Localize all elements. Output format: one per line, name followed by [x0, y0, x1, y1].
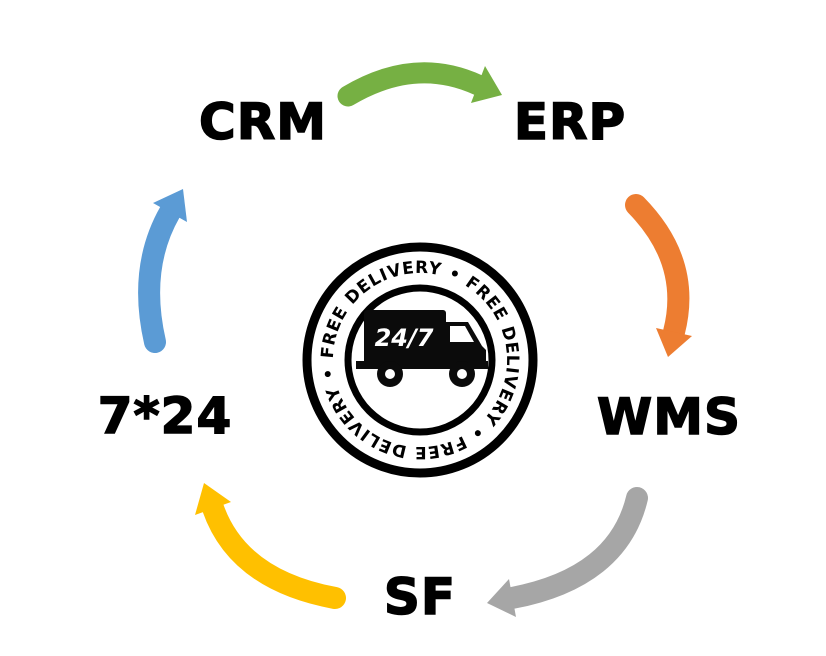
truck-24-7-label: 24/7	[375, 324, 434, 352]
arrow-wms-to-sf-head	[487, 579, 516, 617]
arrow-erp-to-wms-shaft	[625, 194, 690, 343]
node-label-wms: WMS	[596, 387, 741, 447]
arrow-crm-to-erp	[337, 62, 502, 107]
node-label-sf: SF	[383, 567, 457, 627]
arrow-erp-to-wms	[625, 194, 692, 357]
arrow-724-to-crm-head	[153, 189, 187, 222]
node-label-7x24: 7*24	[97, 386, 233, 446]
arrow-sf-to-724-shaft	[202, 497, 346, 609]
arrow-724-to-crm-shaft	[138, 201, 181, 353]
delivery-truck-icon: 24/7	[356, 310, 488, 387]
node-label-crm: CRM	[198, 92, 327, 152]
truck-chassis	[356, 361, 488, 369]
arrow-sf-to-724	[195, 483, 346, 609]
arrow-724-to-crm	[138, 189, 187, 353]
arrow-sf-to-724-head	[195, 483, 231, 515]
node-label-erp: ERP	[513, 92, 627, 152]
arrow-erp-to-wms-head	[656, 328, 692, 357]
arrow-crm-to-erp-head	[471, 66, 502, 103]
truck-rear-wheel-hub	[385, 369, 395, 379]
truck-windshield	[450, 326, 474, 342]
free-delivery-badge: FREE DELIVERY • FREE DELIVERY • FREE DEL…	[302, 242, 538, 478]
arrow-wms-to-sf-shaft	[501, 487, 648, 609]
arrow-wms-to-sf	[487, 487, 648, 617]
truck-front-wheel-hub	[457, 369, 467, 379]
arrow-crm-to-erp-shaft	[337, 62, 489, 107]
truck-cargo-box	[364, 310, 446, 364]
